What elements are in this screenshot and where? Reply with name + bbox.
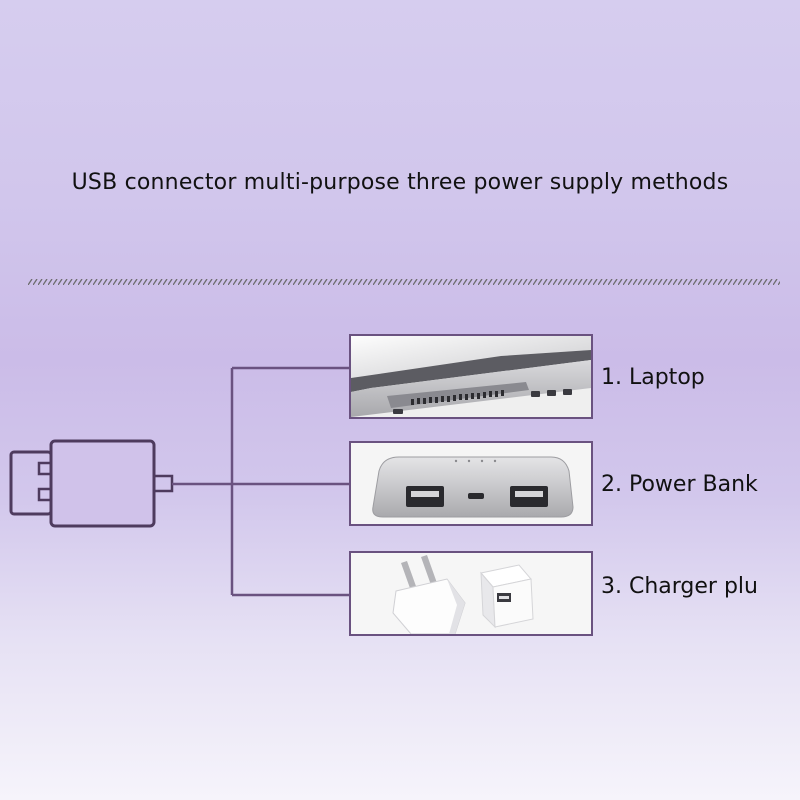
laptop-photo xyxy=(349,334,593,419)
usb-connector-icon xyxy=(9,439,174,528)
charger-plug-photo xyxy=(349,551,593,636)
charger-plug-icon xyxy=(351,553,591,634)
power-bank-icon xyxy=(351,443,591,524)
connector-lines xyxy=(172,366,349,597)
option-label-laptop: 1. Laptop xyxy=(601,365,705,390)
dashed-divider xyxy=(28,279,780,285)
page-title: USB connector multi-purpose three power … xyxy=(71,170,729,195)
option-label-charger-plug: 3. Charger plu xyxy=(601,574,758,599)
laptop-icon xyxy=(351,336,591,417)
option-label-power-bank: 2. Power Bank xyxy=(601,472,758,497)
power-bank-photo xyxy=(349,441,593,526)
